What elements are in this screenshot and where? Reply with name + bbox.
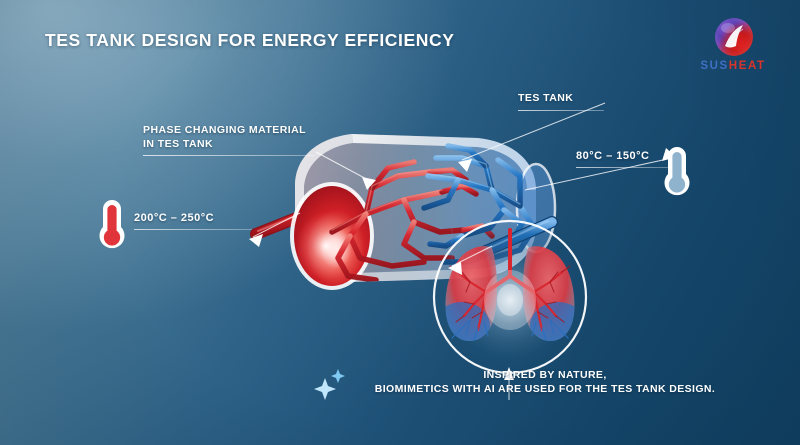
caption-inspired-by-nature: INSPIRED BY NATURE, BIOMIMETICS WITH AI …	[330, 368, 760, 396]
callout-tes-rule	[518, 109, 604, 111]
logo-text-sus: SUS	[700, 60, 729, 72]
caption-line1: INSPIRED BY NATURE,	[483, 369, 607, 381]
temperature-hot-rule	[134, 229, 252, 230]
callout-pcm-rule	[143, 155, 315, 156]
sphere-swoosh-icon	[715, 18, 753, 56]
callout-tes-line1: TES TANK	[518, 92, 574, 104]
temperature-label-cold: 80°C – 150°C	[576, 150, 672, 168]
temperature-cold-value: 80°C – 150°C	[576, 150, 650, 162]
callout-phase-changing-material: PHASE CHANGING MATERIAL IN TES TANK	[143, 124, 315, 156]
logo-text-heat: HEAT	[728, 60, 766, 72]
temperature-label-hot: 200°C – 250°C	[134, 212, 252, 230]
callout-pcm-line1: PHASE CHANGING MATERIAL	[143, 124, 306, 136]
caption-line2: BIOMIMETICS WITH AI ARE USED FOR THE TES…	[374, 383, 716, 395]
logo-wordmark: SUSHEAT	[697, 60, 769, 72]
temperature-cold-rule	[576, 167, 672, 168]
temperature-hot-value: 200°C – 250°C	[134, 212, 215, 224]
callout-tes-tank: TES TANK	[518, 92, 604, 111]
page-title: TES TANK DESIGN FOR ENERGY EFFICIENCY	[45, 30, 455, 50]
susheat-logo[interactable]: SUSHEAT	[697, 18, 769, 78]
callout-pcm-line2: IN TES TANK	[143, 137, 214, 150]
